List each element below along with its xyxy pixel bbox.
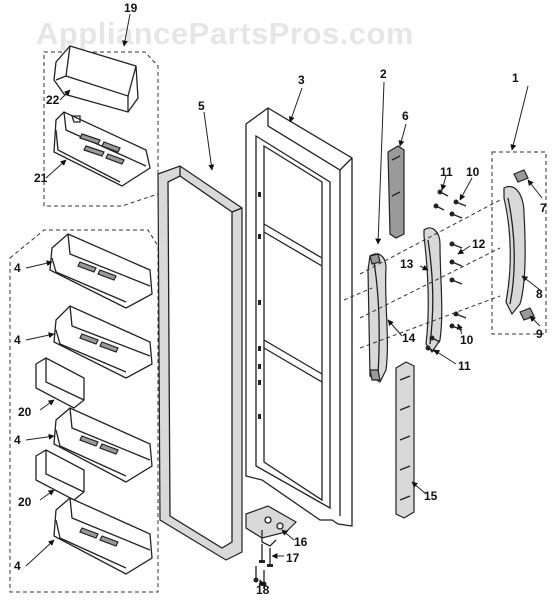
callout-10-b: 10 (460, 333, 474, 347)
part-16-hinge (245, 505, 297, 547)
callout-20-a: 20 (18, 405, 32, 419)
screws-top (433, 189, 467, 219)
part-7-cap (513, 169, 529, 183)
callout-14: 14 (402, 331, 416, 345)
callout-13: 13 (400, 257, 414, 271)
callout-15: 15 (424, 489, 438, 503)
bin-group-top (43, 45, 159, 207)
part-6-trim (387, 145, 405, 239)
callout-3: 3 (298, 73, 305, 87)
callout-4-b: 4 (14, 333, 21, 347)
callout-18: 18 (256, 583, 270, 597)
callout-7: 7 (540, 201, 547, 215)
screws-bottom (425, 311, 467, 353)
callout-8: 8 (536, 287, 543, 301)
callout-12: 12 (472, 237, 486, 251)
part-4-bin-a (49, 233, 153, 309)
part-3-door-liner (245, 107, 353, 527)
callout-2: 2 (380, 67, 387, 81)
callout-1: 1 (512, 71, 519, 85)
part-17-screw (259, 544, 273, 567)
part-4-bin-b (53, 305, 153, 379)
callout-22: 22 (46, 93, 60, 107)
callout-20-b: 20 (18, 495, 32, 509)
part-1-group-box (491, 151, 547, 335)
part-20-cover-a (35, 357, 85, 409)
part-5-gasket (157, 165, 243, 561)
callout-11-b: 11 (458, 359, 471, 373)
watermark-text: AppliancePartsPros.com (36, 16, 414, 51)
part-20-cover-b (35, 449, 85, 501)
bin-group-left (9, 229, 159, 593)
part-8-handle (503, 186, 526, 316)
callout-4-c: 4 (14, 433, 21, 447)
screws-mid (449, 241, 463, 285)
leader-lines (25, 13, 543, 587)
callout-4-a: 4 (14, 261, 21, 275)
callout-17: 17 (286, 551, 300, 565)
callout-21: 21 (34, 171, 48, 185)
part-13-handle-bracket (423, 227, 443, 354)
part-15-trim-strip (395, 361, 415, 519)
callout-9: 9 (536, 327, 543, 341)
callout-19: 19 (124, 1, 138, 15)
part-14-handle (367, 253, 389, 383)
part-4-bin-c (53, 407, 153, 483)
callout-10-a: 10 (466, 165, 480, 179)
callout-4-d: 4 (14, 559, 21, 573)
callout-6: 6 (402, 109, 409, 123)
callout-5: 5 (198, 99, 205, 113)
callout-labels: 1 2 3 4 4 4 4 5 6 7 8 9 10 10 11 11 12 1… (14, 1, 547, 597)
part-21-bin (53, 111, 151, 187)
part-22-cover (53, 45, 139, 113)
callout-11-a: 11 (440, 165, 453, 179)
part-4-bin-d (53, 497, 153, 575)
callout-16: 16 (294, 535, 308, 549)
